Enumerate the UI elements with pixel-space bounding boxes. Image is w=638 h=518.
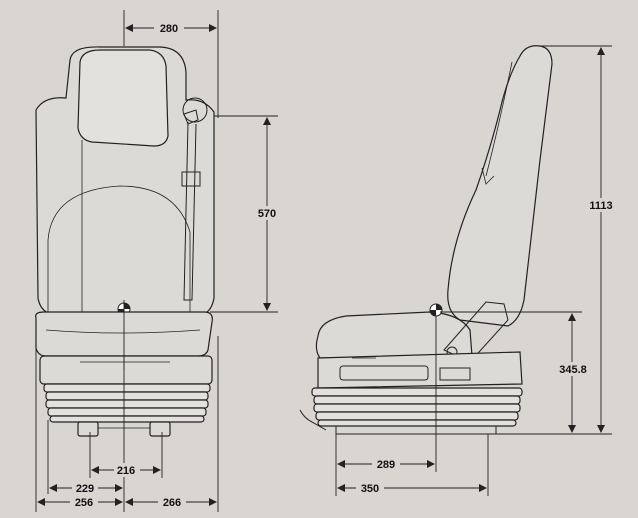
side-control-knobs bbox=[439, 367, 471, 381]
label-1113: 1113 bbox=[589, 200, 612, 212]
label-570: 570 bbox=[258, 208, 276, 220]
label-229: 229 bbox=[76, 483, 94, 495]
label-345-8: 345.8 bbox=[559, 364, 587, 376]
label-350: 350 bbox=[361, 483, 379, 495]
seatbelt-guide bbox=[182, 97, 208, 123]
front-feet bbox=[77, 421, 171, 437]
seatbelt-buckle bbox=[181, 171, 201, 187]
front-headrest bbox=[77, 49, 169, 147]
seatbelt-strap bbox=[183, 109, 199, 301]
side-backrest-seam bbox=[485, 61, 513, 177]
front-view bbox=[35, 46, 215, 437]
front-frame bbox=[39, 355, 213, 385]
side-bellows bbox=[311, 387, 523, 427]
side-backrest bbox=[447, 45, 553, 327]
side-control-panel bbox=[339, 365, 429, 381]
front-bellows bbox=[43, 383, 211, 423]
label-266: 266 bbox=[163, 497, 181, 509]
dimension-labels: 280 570 1113 345.8 216 229 256 266 289 3… bbox=[70, 21, 618, 509]
label-289: 289 bbox=[377, 459, 395, 471]
side-frame bbox=[317, 351, 523, 389]
side-seat-cushion bbox=[315, 311, 473, 359]
front-lumbar-panel bbox=[47, 185, 191, 319]
label-256: 256 bbox=[75, 497, 93, 509]
front-cushion-seam bbox=[45, 329, 201, 334]
side-belt-guide bbox=[481, 167, 495, 185]
label-280: 280 bbox=[160, 23, 178, 35]
side-view bbox=[299, 45, 553, 435]
label-216: 216 bbox=[117, 465, 135, 477]
side-reference-point bbox=[429, 303, 443, 317]
